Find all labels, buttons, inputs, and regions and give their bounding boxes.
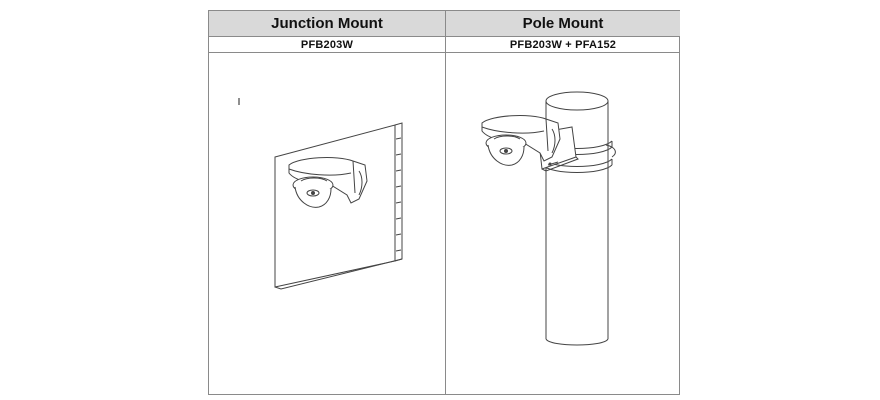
junction-mount-accessory: PFB203W [209,37,445,53]
camera-on-wall-icon [238,98,403,290]
junction-mount-header: Junction Mount [209,11,445,37]
pole-mount-column: Pole Mount PFB203W + PFA152 [445,11,680,394]
junction-mount-drawing [209,53,445,394]
mount-comparison-table: Junction Mount PFB203W [208,10,680,395]
pole-mount-accessory: PFB203W + PFA152 [446,37,680,53]
pole-mount-drawing [446,53,680,394]
junction-mount-column: Junction Mount PFB203W [209,11,445,394]
pole-mount-header: Pole Mount [446,11,680,37]
camera-on-pole-icon [481,91,616,346]
